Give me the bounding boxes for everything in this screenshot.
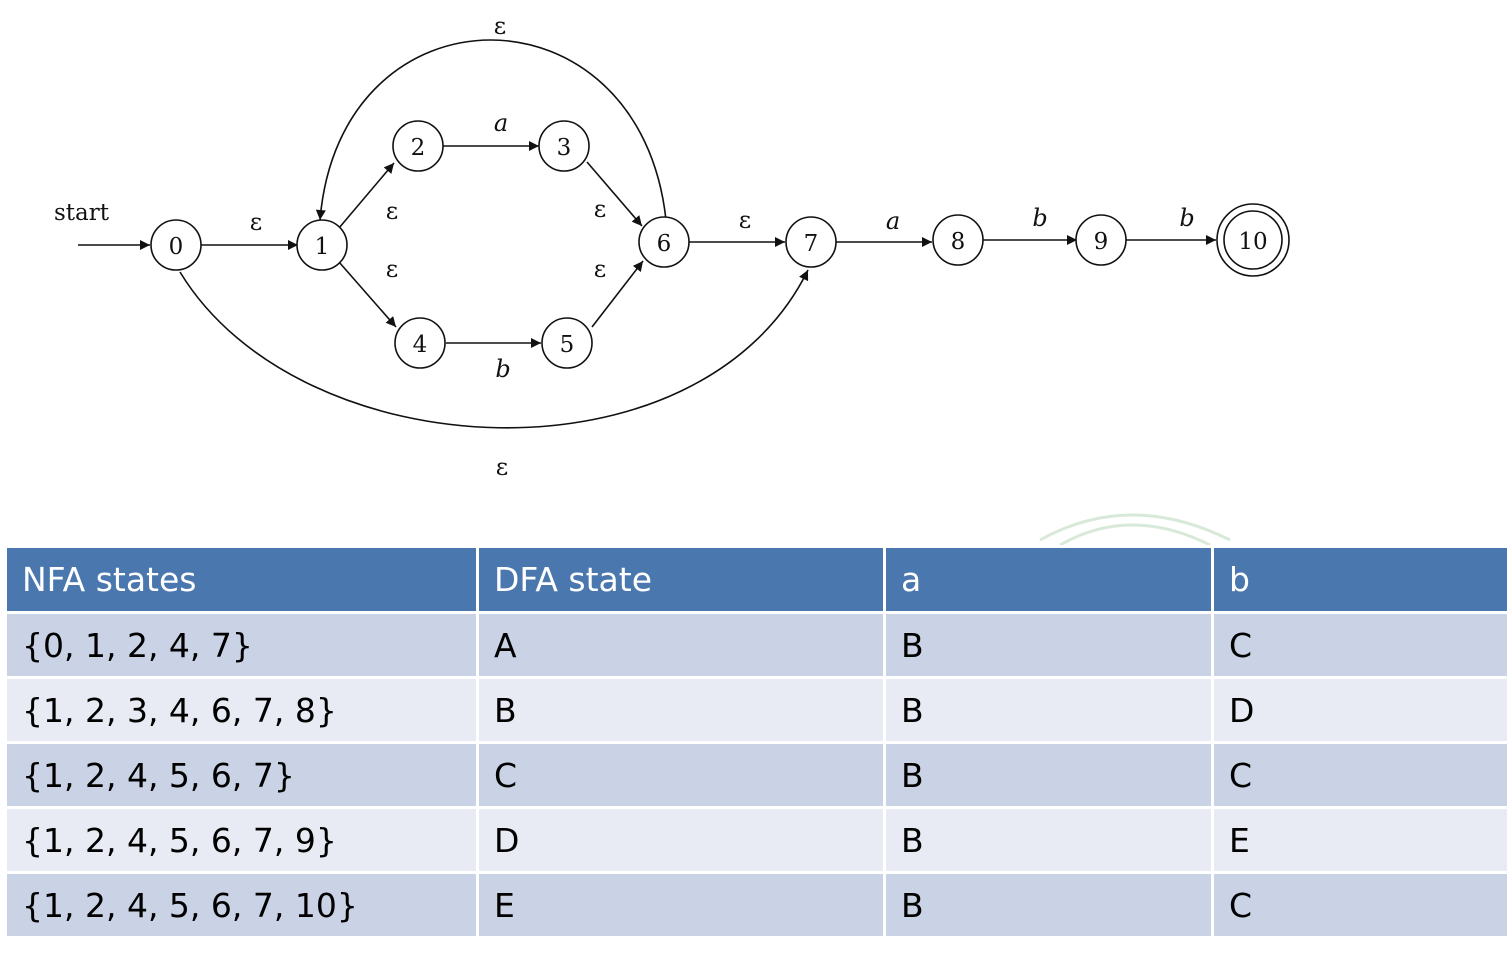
svg-text:10: 10	[1238, 229, 1267, 255]
header-dfa-state: DFA state	[476, 545, 886, 614]
cell-on-b: D	[1211, 676, 1508, 744]
edge-label-3-6: ε	[594, 195, 606, 223]
cell-on-b: E	[1211, 806, 1508, 874]
cell-dfa-state: A	[476, 611, 886, 679]
cell-on-b: C	[1211, 611, 1508, 679]
state-6: 6	[638, 216, 690, 268]
table-row: {1, 2, 4, 5, 6, 7, 10} E B C	[4, 871, 1508, 939]
cell-dfa-state: C	[476, 741, 886, 809]
state-10-accepting: 10	[1216, 203, 1290, 277]
edge-label-4-5: b	[495, 355, 510, 383]
svg-text:9: 9	[1094, 229, 1109, 255]
cell-nfa-states: {0, 1, 2, 4, 7}	[4, 611, 479, 679]
svg-text:1: 1	[315, 234, 330, 260]
dfa-transition-table: NFA states DFA state a b {0, 1, 2, 4, 7}…	[4, 545, 1508, 939]
table-row: {0, 1, 2, 4, 7} A B C	[4, 611, 1508, 679]
cell-nfa-states: {1, 2, 4, 5, 6, 7, 10}	[4, 871, 479, 939]
header-input-b: b	[1211, 545, 1508, 614]
edge-label-1-4: ε	[386, 255, 398, 283]
cell-on-b: C	[1211, 871, 1508, 939]
table-row: {1, 2, 4, 5, 6, 7} C B C	[4, 741, 1508, 809]
svg-text:4: 4	[413, 332, 428, 358]
state-5: 5	[541, 317, 593, 369]
svg-text:7: 7	[804, 231, 819, 257]
cell-on-a: B	[883, 806, 1214, 874]
svg-text:5: 5	[560, 332, 575, 358]
edge-5-6	[591, 260, 644, 328]
edge-label-7-8: a	[886, 207, 900, 235]
svg-text:0: 0	[169, 234, 184, 260]
table-row: {1, 2, 3, 4, 6, 7, 8} B B D	[4, 676, 1508, 744]
state-8: 8	[932, 214, 984, 266]
state-1: 1	[296, 219, 348, 271]
cell-on-a: B	[883, 676, 1214, 744]
cell-on-a: B	[883, 871, 1214, 939]
edge-label-6-7: ε	[739, 206, 751, 234]
header-input-a: a	[883, 545, 1214, 614]
start-label: start	[54, 200, 110, 226]
dfa-transition-table-wrap: NFA states DFA state a b {0, 1, 2, 4, 7}…	[4, 545, 1508, 939]
seal-watermark	[1039, 513, 1231, 545]
svg-text:6: 6	[657, 231, 672, 257]
edge-label-0-7: ε	[496, 453, 508, 481]
edge-label-0-1: ε	[250, 208, 262, 236]
edge-label-6-1: ε	[494, 12, 506, 40]
edge-label-1-2: ε	[386, 197, 398, 225]
nfa-diagram: start ε ε ε a b ε ε ε ε ε a b	[54, 12, 1290, 545]
state-0: 0	[150, 219, 202, 271]
state-3: 3	[538, 120, 590, 172]
edge-label-9-10: b	[1179, 204, 1194, 232]
edge-0-7	[179, 269, 809, 429]
svg-text:2: 2	[411, 135, 426, 161]
state-2: 2	[392, 120, 444, 172]
cell-nfa-states: {1, 2, 3, 4, 6, 7, 8}	[4, 676, 479, 744]
cell-dfa-state: B	[476, 676, 886, 744]
edge-6-1	[315, 39, 667, 221]
cell-on-a: B	[883, 611, 1214, 679]
cell-dfa-state: E	[476, 871, 886, 939]
edge-3-6	[586, 161, 643, 227]
cell-nfa-states: {1, 2, 4, 5, 6, 7, 9}	[4, 806, 479, 874]
edge-label-2-3: a	[494, 109, 508, 137]
state-9: 9	[1075, 214, 1127, 266]
cell-on-b: C	[1211, 741, 1508, 809]
cell-nfa-states: {1, 2, 4, 5, 6, 7}	[4, 741, 479, 809]
table-row: {1, 2, 4, 5, 6, 7, 9} D B E	[4, 806, 1508, 874]
state-4: 4	[394, 317, 446, 369]
svg-text:8: 8	[951, 229, 966, 255]
table-header-row: NFA states DFA state a b	[4, 545, 1508, 614]
state-7: 7	[785, 216, 837, 268]
edge-1-4	[338, 261, 397, 328]
edge-label-8-9: b	[1032, 204, 1047, 232]
edge-label-5-6: ε	[594, 255, 606, 283]
edge-1-2	[338, 162, 395, 229]
header-nfa-states: NFA states	[4, 545, 479, 614]
svg-text:3: 3	[557, 135, 572, 161]
cell-on-a: B	[883, 741, 1214, 809]
cell-dfa-state: D	[476, 806, 886, 874]
